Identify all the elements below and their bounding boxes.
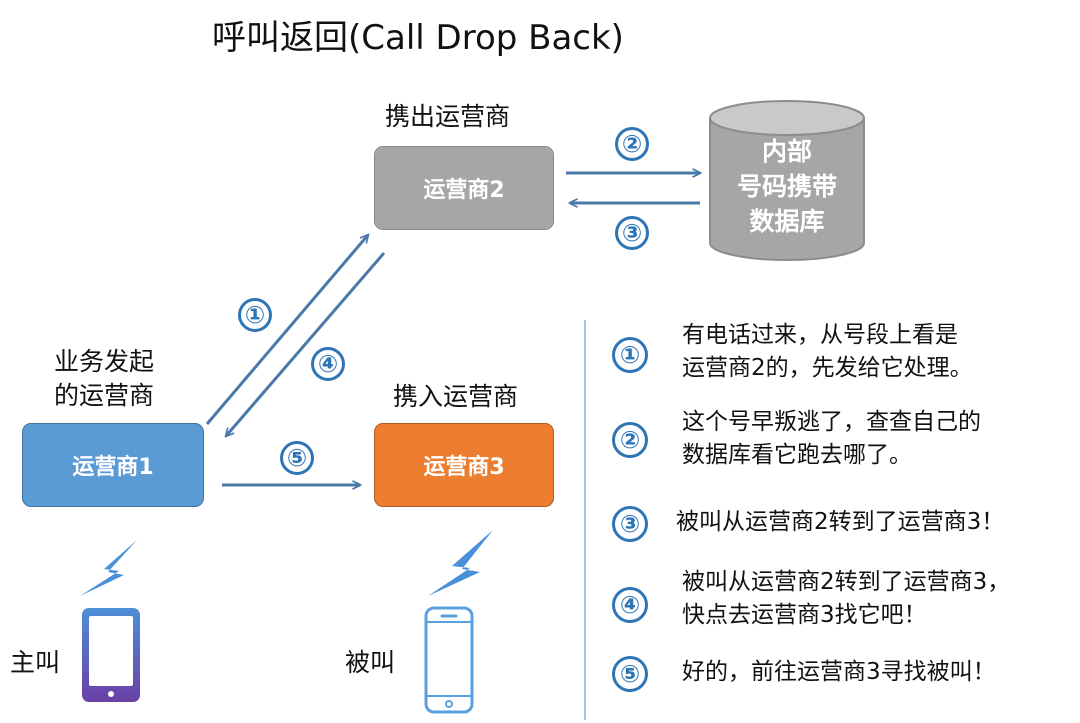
step-1-text: 有电话过来，从号段上看是 运营商2的，先发给它处理。 (682, 319, 973, 385)
step-2-text: 这个号早叛逃了，查查自己的 数据库看它跑去哪了。 (682, 406, 981, 472)
arrow-1 (205, 235, 368, 425)
database-line2: 号码携带 (736, 172, 837, 201)
originating-operator-label-2: 的运营商 (54, 381, 155, 410)
lightning-icon (428, 530, 493, 596)
step-1-number: ① (612, 337, 648, 373)
step-3-line1: 被叫从运营商2转到了运营商3！ (676, 509, 1005, 535)
step-3-text: 被叫从运营商2转到了运营商3！ (676, 506, 1004, 539)
arrow-marker-4: ④ (311, 347, 345, 381)
database-cylinder (709, 100, 865, 261)
arrow-marker-3: ③ (615, 216, 649, 250)
recipient-operator-label: 携入运营商 (393, 382, 519, 411)
step-3-number: ③ (612, 506, 648, 542)
step-2-line1: 这个号早叛逃了，查查自己的 (682, 409, 981, 435)
originating-operator-label-1: 业务发起 (54, 347, 155, 376)
operator-3-box: 运营商3 (374, 423, 554, 507)
step-2-number: ② (612, 422, 648, 458)
step-4-number: ④ (612, 587, 648, 623)
tablet-icon (82, 608, 140, 702)
donor-operator-label: 携出运营商 (385, 102, 511, 131)
lightning-icon (80, 540, 137, 596)
arrow-marker-5: ⑤ (280, 441, 314, 475)
step-1-line1: 有电话过来，从号段上看是 (682, 322, 958, 348)
database-line3: 数据库 (749, 207, 825, 236)
step-5-line1: 好的，前往运营商3寻找被叫！ (682, 659, 996, 685)
arrow-marker-1: ① (238, 298, 272, 332)
phone-icon (424, 606, 474, 714)
step-4-line2: 快点去运营商3找它吧！ (682, 602, 927, 628)
step-1-line2: 运营商2的，先发给它处理。 (682, 355, 973, 381)
step-4-text: 被叫从运营商2转到了运营商3， 快点去运营商3找它吧！ (682, 566, 1010, 632)
step-5-number: ⑤ (612, 656, 648, 692)
database-line1: 内部 (761, 137, 812, 166)
arrow-4 (226, 252, 386, 436)
step-5-text: 好的，前往运营商3寻找被叫！ (682, 656, 996, 689)
step-4-line1: 被叫从运营商2转到了运营商3， (682, 569, 1011, 595)
operator-2-box: 运营商2 (374, 146, 554, 230)
callee-label: 被叫 (345, 648, 396, 677)
step-2-line2: 数据库看它跑去哪了。 (682, 442, 912, 468)
database-label: 内部 号码携带 数据库 (712, 134, 862, 239)
page-title: 呼叫返回(Call Drop Back) (212, 18, 624, 58)
operator-1-box: 运营商1 (22, 423, 204, 507)
caller-label: 主叫 (10, 648, 61, 677)
arrow-marker-2: ② (615, 127, 649, 161)
